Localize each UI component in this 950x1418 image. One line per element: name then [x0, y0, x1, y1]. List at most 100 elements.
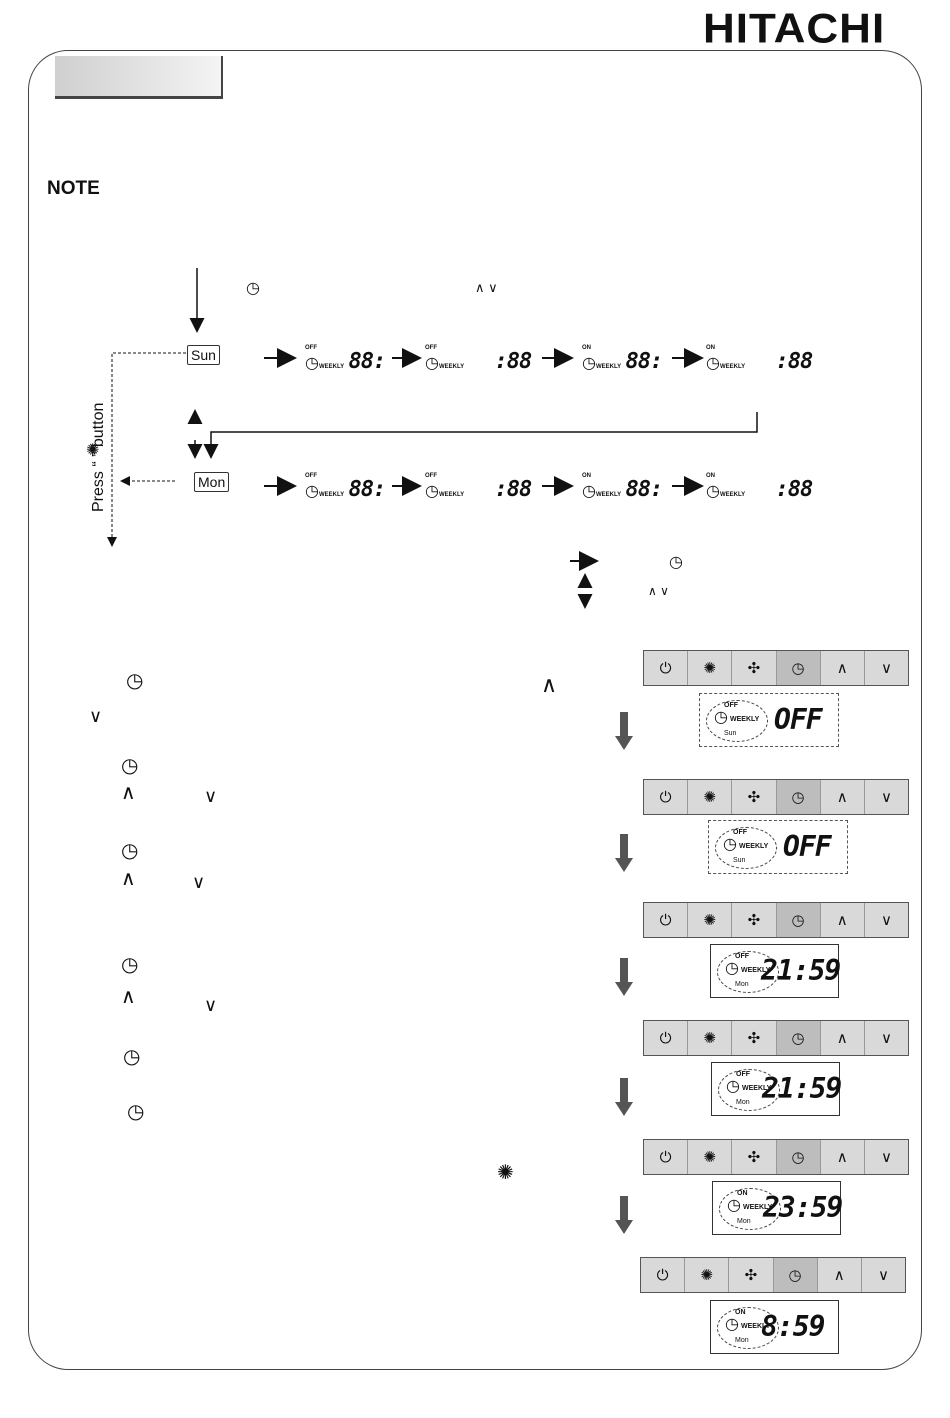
sun-on-min: ON ◷WEEKLY :88: [706, 345, 813, 374]
page-frame: [28, 50, 922, 1370]
up-icon: ∧: [836, 1030, 848, 1047]
timer-button[interactable]: ◷: [776, 903, 821, 937]
lcd-weekly: WEEKLY: [741, 967, 771, 974]
power-icon: ⏻: [659, 1148, 672, 1166]
mode-button[interactable]: ✺: [688, 651, 733, 685]
lcd-weekly: WEEKLY: [742, 1085, 772, 1092]
fan-button[interactable]: ✣: [729, 1258, 774, 1292]
power-button[interactable]: ⏻: [644, 1140, 689, 1174]
power-button[interactable]: ⏻: [644, 1021, 689, 1055]
down-button[interactable]: ∨: [865, 651, 908, 685]
mode-button[interactable]: ✺: [688, 1021, 733, 1055]
mode-icon: ✺: [703, 660, 717, 677]
up-button[interactable]: ∧: [821, 651, 865, 685]
up-button[interactable]: ∧: [821, 1140, 865, 1174]
press-path: [107, 352, 186, 547]
down-button[interactable]: ∨: [862, 1258, 905, 1292]
power-icon: ⏻: [656, 1266, 669, 1284]
step-down-arrow: [615, 834, 633, 872]
mode-icon: ✺: [703, 789, 717, 806]
lcd-value: 21:59: [762, 1072, 842, 1105]
timer-icon: ◷: [791, 912, 805, 929]
up-button[interactable]: ∧: [818, 1258, 862, 1292]
power-icon: ⏻: [659, 911, 672, 929]
mode-button[interactable]: ✺: [688, 903, 733, 937]
timer-button[interactable]: ◷: [773, 1258, 818, 1292]
lcd-weekly: WEEKLY: [730, 716, 760, 723]
lcd-timer-icon: ◷: [725, 960, 739, 977]
mode-icon: ✺: [86, 442, 100, 459]
fan-button[interactable]: ✣: [732, 1140, 777, 1174]
fan-button[interactable]: ✣: [732, 651, 777, 685]
fan-icon: ✣: [747, 660, 761, 677]
step6-timer-icon: ◷: [127, 1101, 145, 1123]
mon-off-min: OFF ◷WEEKLY :88: [425, 473, 532, 502]
power-button[interactable]: ⏻: [644, 780, 689, 814]
up-icon: ∧: [836, 660, 848, 677]
mon-off-hour: OFF ◷WEEKLY 88:: [305, 473, 386, 502]
down-button[interactable]: ∨: [865, 903, 908, 937]
lcd-value: 8:59: [761, 1310, 825, 1343]
control-bar: ⏻ ✺ ✣◷ ∧ ∨: [643, 779, 909, 815]
step1-up-icon: ∧: [541, 672, 558, 697]
down-icon: ∨: [880, 660, 892, 677]
fan-button[interactable]: ✣: [732, 903, 777, 937]
fan-button[interactable]: ✣: [732, 1021, 777, 1055]
fan-icon: ✣: [747, 1149, 761, 1166]
up-button[interactable]: ∧: [821, 780, 865, 814]
down-icon: ∨: [877, 1267, 889, 1284]
up-icon: ∧: [836, 789, 848, 806]
power-button[interactable]: ⏻: [644, 651, 689, 685]
lcd-timer-icon: ◷: [723, 836, 737, 853]
power-button[interactable]: ⏻: [641, 1258, 686, 1292]
control-bar: ⏻ ✺✣ ◷ ∧∨: [643, 902, 909, 938]
step7-mode-icon: ✺: [497, 1162, 514, 1184]
lcd-left-oval: [718, 1069, 780, 1111]
lcd-day: Sun: [733, 857, 746, 864]
control-bar: ⏻ ✺ ✣ ◷ ∧ ∨: [640, 1257, 906, 1293]
control-bar: ⏻ ✺ ✣ ◷ ∧ ∨: [643, 650, 909, 686]
up-button[interactable]: ∧: [821, 1021, 865, 1055]
brand-logo: HITACHI: [703, 5, 886, 52]
lcd-left-oval: [719, 1188, 781, 1230]
fan-icon: ✣: [747, 1030, 761, 1047]
lcd-timer-icon: ◷: [727, 1197, 741, 1214]
lcd-state: OFF: [733, 829, 747, 836]
power-button[interactable]: ⏻: [644, 903, 689, 937]
control-bar: ⏻ ✺ ✣ ◷∧∨: [643, 1139, 909, 1175]
timer-icon: ◷: [788, 1267, 802, 1284]
timer-button[interactable]: ◷: [776, 1021, 821, 1055]
mode-button[interactable]: ✺: [685, 1258, 730, 1292]
mode-button[interactable]: ✺: [688, 1140, 733, 1174]
timer-button[interactable]: ◷: [776, 780, 821, 814]
mode-button[interactable]: ✺: [688, 780, 733, 814]
lcd-left-oval: [717, 1307, 779, 1349]
step1-timer-icon: ◷: [126, 670, 144, 692]
sun-off-hour: OFF ◷WEEKLY 88:: [305, 345, 386, 374]
up-button[interactable]: ∧: [821, 903, 865, 937]
mode-icon: ✺: [700, 1267, 714, 1284]
step2-down-icon: ∨: [204, 786, 218, 806]
step2-timer-icon: ◷: [121, 755, 139, 777]
down-icon: ∨: [880, 789, 892, 806]
step3-timer-icon: ◷: [121, 840, 139, 862]
lcd-timer-icon: ◷: [714, 709, 728, 726]
legend-timer-icon: ◷: [669, 554, 683, 571]
down-button[interactable]: ∨: [865, 780, 908, 814]
down-button[interactable]: ∨: [865, 1140, 908, 1174]
step4-up-icon: ∧: [121, 986, 136, 1008]
down-button[interactable]: ∨: [865, 1021, 908, 1055]
down-icon: ∨: [880, 1030, 892, 1047]
step2-up-icon: ∧: [121, 782, 136, 804]
timer-button[interactable]: ◷: [776, 1140, 821, 1174]
step-down-arrow: [615, 1078, 633, 1116]
fan-button[interactable]: ✣: [732, 780, 777, 814]
up-down-icons: ∧ ∨: [475, 280, 498, 295]
step4-down-icon: ∨: [204, 995, 218, 1015]
lcd-weekly: WEEKLY: [741, 1323, 771, 1330]
lcd-day: Mon: [737, 1218, 751, 1225]
timer-button[interactable]: ◷: [776, 651, 821, 685]
